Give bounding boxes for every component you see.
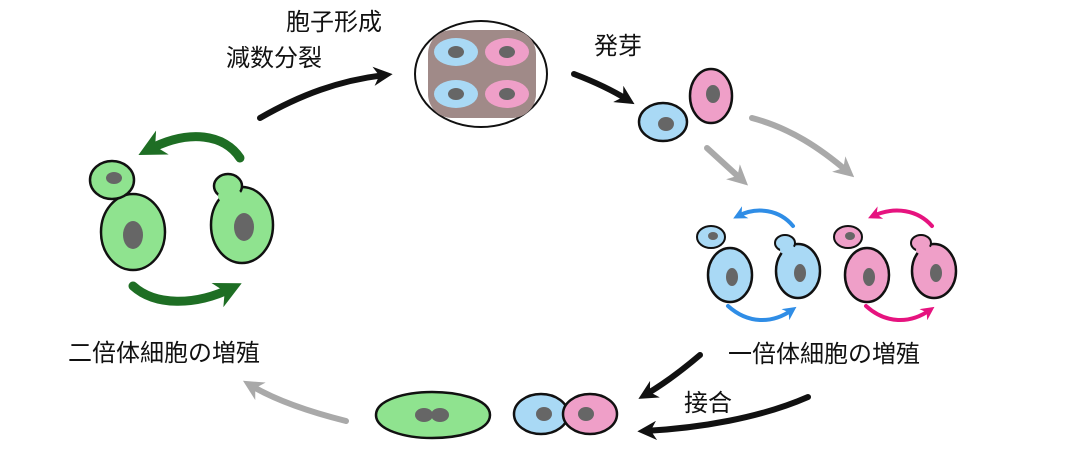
haploid-b-bud-detached [833, 225, 863, 249]
haploid-b-cycle-arrow-top [868, 206, 934, 228]
haploid-a-cell-large [706, 246, 754, 304]
gray-arrow-to-diploid [243, 380, 349, 424]
germinated-cell-blue [637, 101, 689, 143]
haploid-b-cell-large [843, 246, 891, 304]
haploid-a-cycle-arrow-bottom [726, 304, 797, 323]
diploid-cell-budding [209, 172, 275, 265]
germination-label: 発芽 [594, 32, 642, 60]
diploid-proliferation-group [88, 130, 275, 308]
germination-arrow [571, 71, 635, 105]
meiosis-label: 減数分裂 [226, 44, 322, 72]
germinated-cell-pink [688, 67, 734, 125]
haploid-a-cell-budding [774, 234, 822, 300]
diploid-bud-detached [88, 159, 136, 201]
haploid-a-cycle-arrow-top [733, 206, 795, 228]
mating-arrow-upper [638, 352, 703, 399]
spore-formation-label: 胞子形成 [286, 8, 382, 36]
mating-label: 接合 [684, 389, 732, 417]
zygote-cell [374, 390, 492, 440]
spore-pink-top [485, 38, 529, 66]
haploid-b-cycle-arrow-bottom [864, 304, 935, 323]
gray-arrow-to-haploid-a [704, 145, 749, 186]
spore-pink-bottom [485, 80, 529, 108]
haploid-proliferation-label: 一倍体細胞の増殖 [728, 340, 920, 368]
ascus-spores [414, 20, 548, 128]
diploid-cell-large [99, 192, 167, 272]
gray-arrow-to-haploid-b [749, 115, 855, 178]
spore-blue-bottom [434, 80, 478, 108]
mating-arrow-lower [637, 394, 811, 440]
diploid-cycle-arrow-bottom [128, 281, 242, 308]
mating-pair [512, 392, 619, 436]
diploid-proliferation-label: 二倍体細胞の増殖 [68, 339, 260, 367]
meiosis-arrow [257, 66, 393, 121]
haploid-a-proliferation-group [696, 206, 822, 323]
diploid-cycle-arrow-top [138, 130, 245, 163]
haploid-b-proliferation-group [833, 206, 958, 323]
haploid-a-bud-detached [696, 225, 726, 249]
spore-blue-top [434, 38, 478, 66]
haploid-b-cell-budding [910, 234, 958, 300]
